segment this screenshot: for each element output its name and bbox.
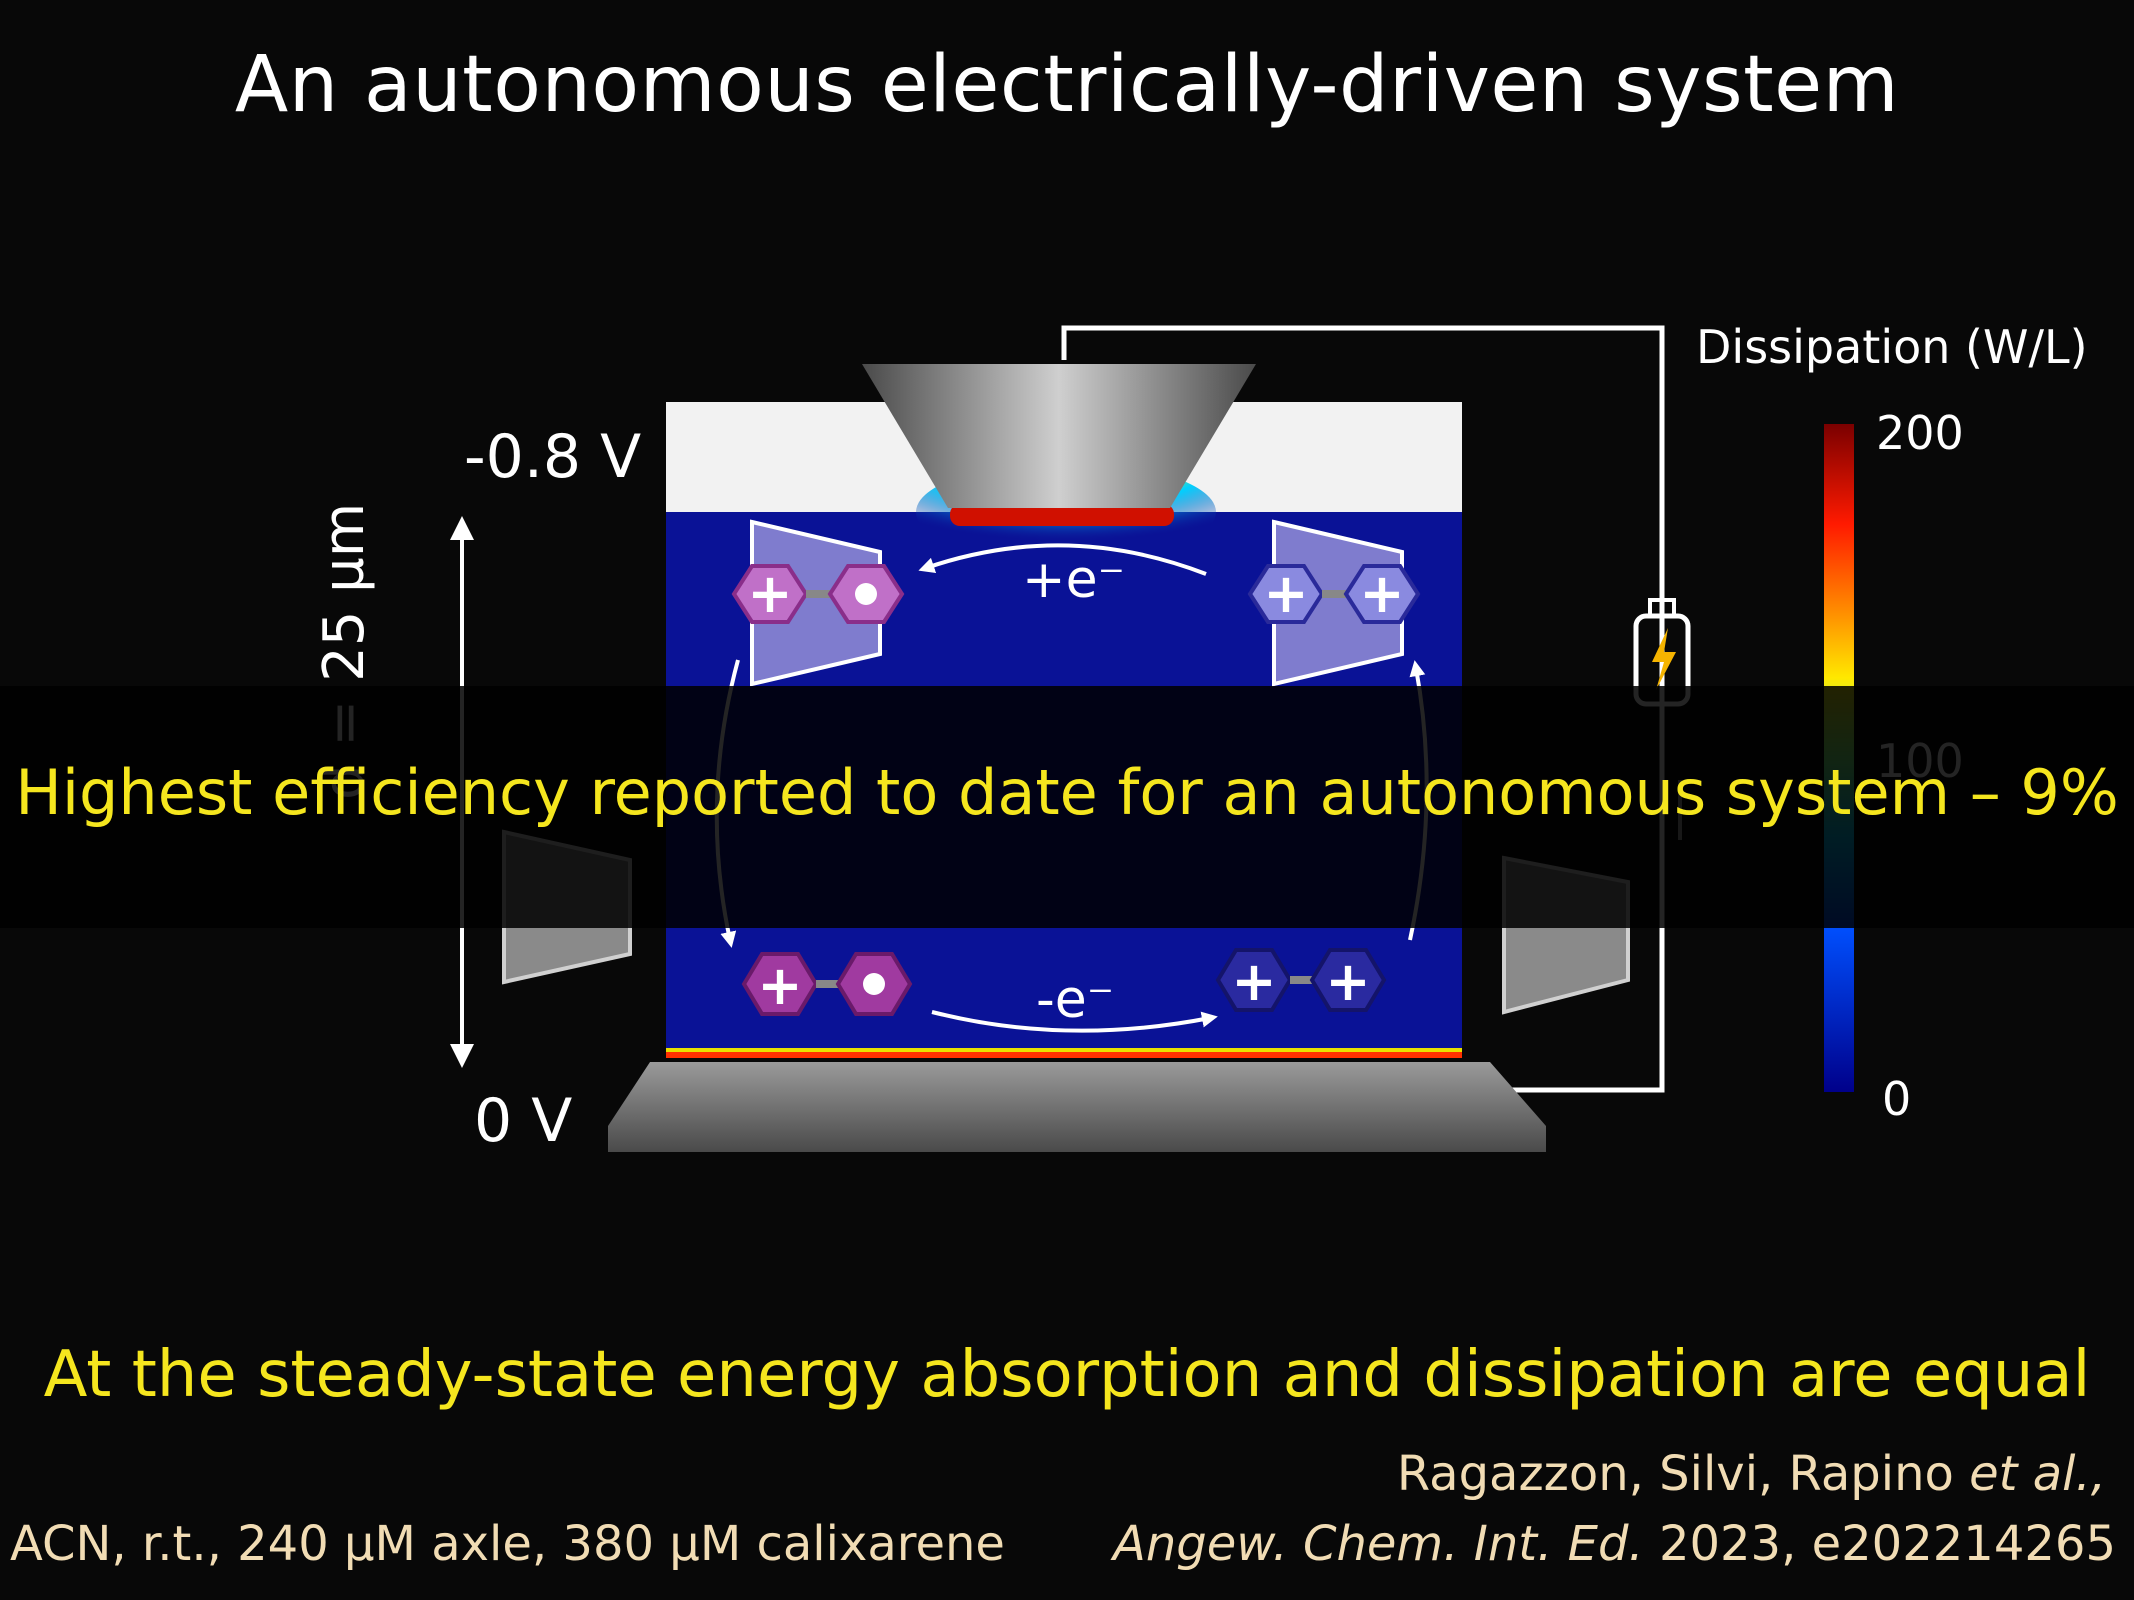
reference-journal: Angew. Chem. Int. Ed. (1113, 1516, 1644, 1572)
svg-text:+: + (747, 562, 792, 625)
colorbar-tick-max: 200 (1876, 406, 1964, 460)
svg-text:+: + (1231, 950, 1276, 1013)
banner-text: Highest efficiency reported to date for … (15, 756, 2119, 829)
electron-loss-label: -e⁻ (1036, 970, 1115, 1030)
highlight-banner (0, 686, 2134, 928)
top-transfer-arrow (918, 543, 1207, 576)
svg-text:+: + (1359, 562, 1404, 625)
molecule-top-right: + + (1247, 519, 1421, 687)
svg-text:+: + (1325, 950, 1370, 1013)
bottom-electrode (608, 1062, 1546, 1152)
tip-electrode (862, 364, 1256, 508)
molecule-bottom-right: + + (1215, 948, 1387, 1013)
bottom-transfer-arrow (931, 1010, 1218, 1033)
reference-authors: Ragazzon, Silvi, Rapino et al., (1397, 1446, 2106, 1502)
circuit-wire (1061, 325, 1665, 1093)
reference-details: 2023, e202214265 (1658, 1516, 2116, 1572)
top-voltage-label: -0.8 V (464, 422, 642, 492)
colorbar-tick-min: 0 (1882, 1072, 1912, 1126)
molecule-bottom-left: + (741, 952, 913, 1017)
colorbar-label: Dissipation (W/L) (1696, 320, 2088, 374)
reference-author-names: Ragazzon, Silvi, Rapino (1396, 1446, 1954, 1502)
experimental-conditions: ACN, r.t., 240 µM axle, 380 µM calixaren… (10, 1516, 1005, 1572)
reference-journal-line: Angew. Chem. Int. Ed. 2023, e202214265 (1113, 1516, 2116, 1572)
svg-text:+: + (1263, 562, 1308, 625)
electron-gain-label: +e⁻ (1022, 550, 1126, 610)
conclusion-text: At the steady-state energy absorption an… (43, 1338, 2091, 1412)
molecule-top-left: + (731, 519, 905, 687)
reference-etal: et al., (1969, 1446, 2106, 1502)
svg-text:+: + (757, 954, 802, 1017)
bottom-voltage-label: 0 V (474, 1086, 573, 1156)
slide-title: An autonomous electrically-driven system (234, 40, 1900, 130)
